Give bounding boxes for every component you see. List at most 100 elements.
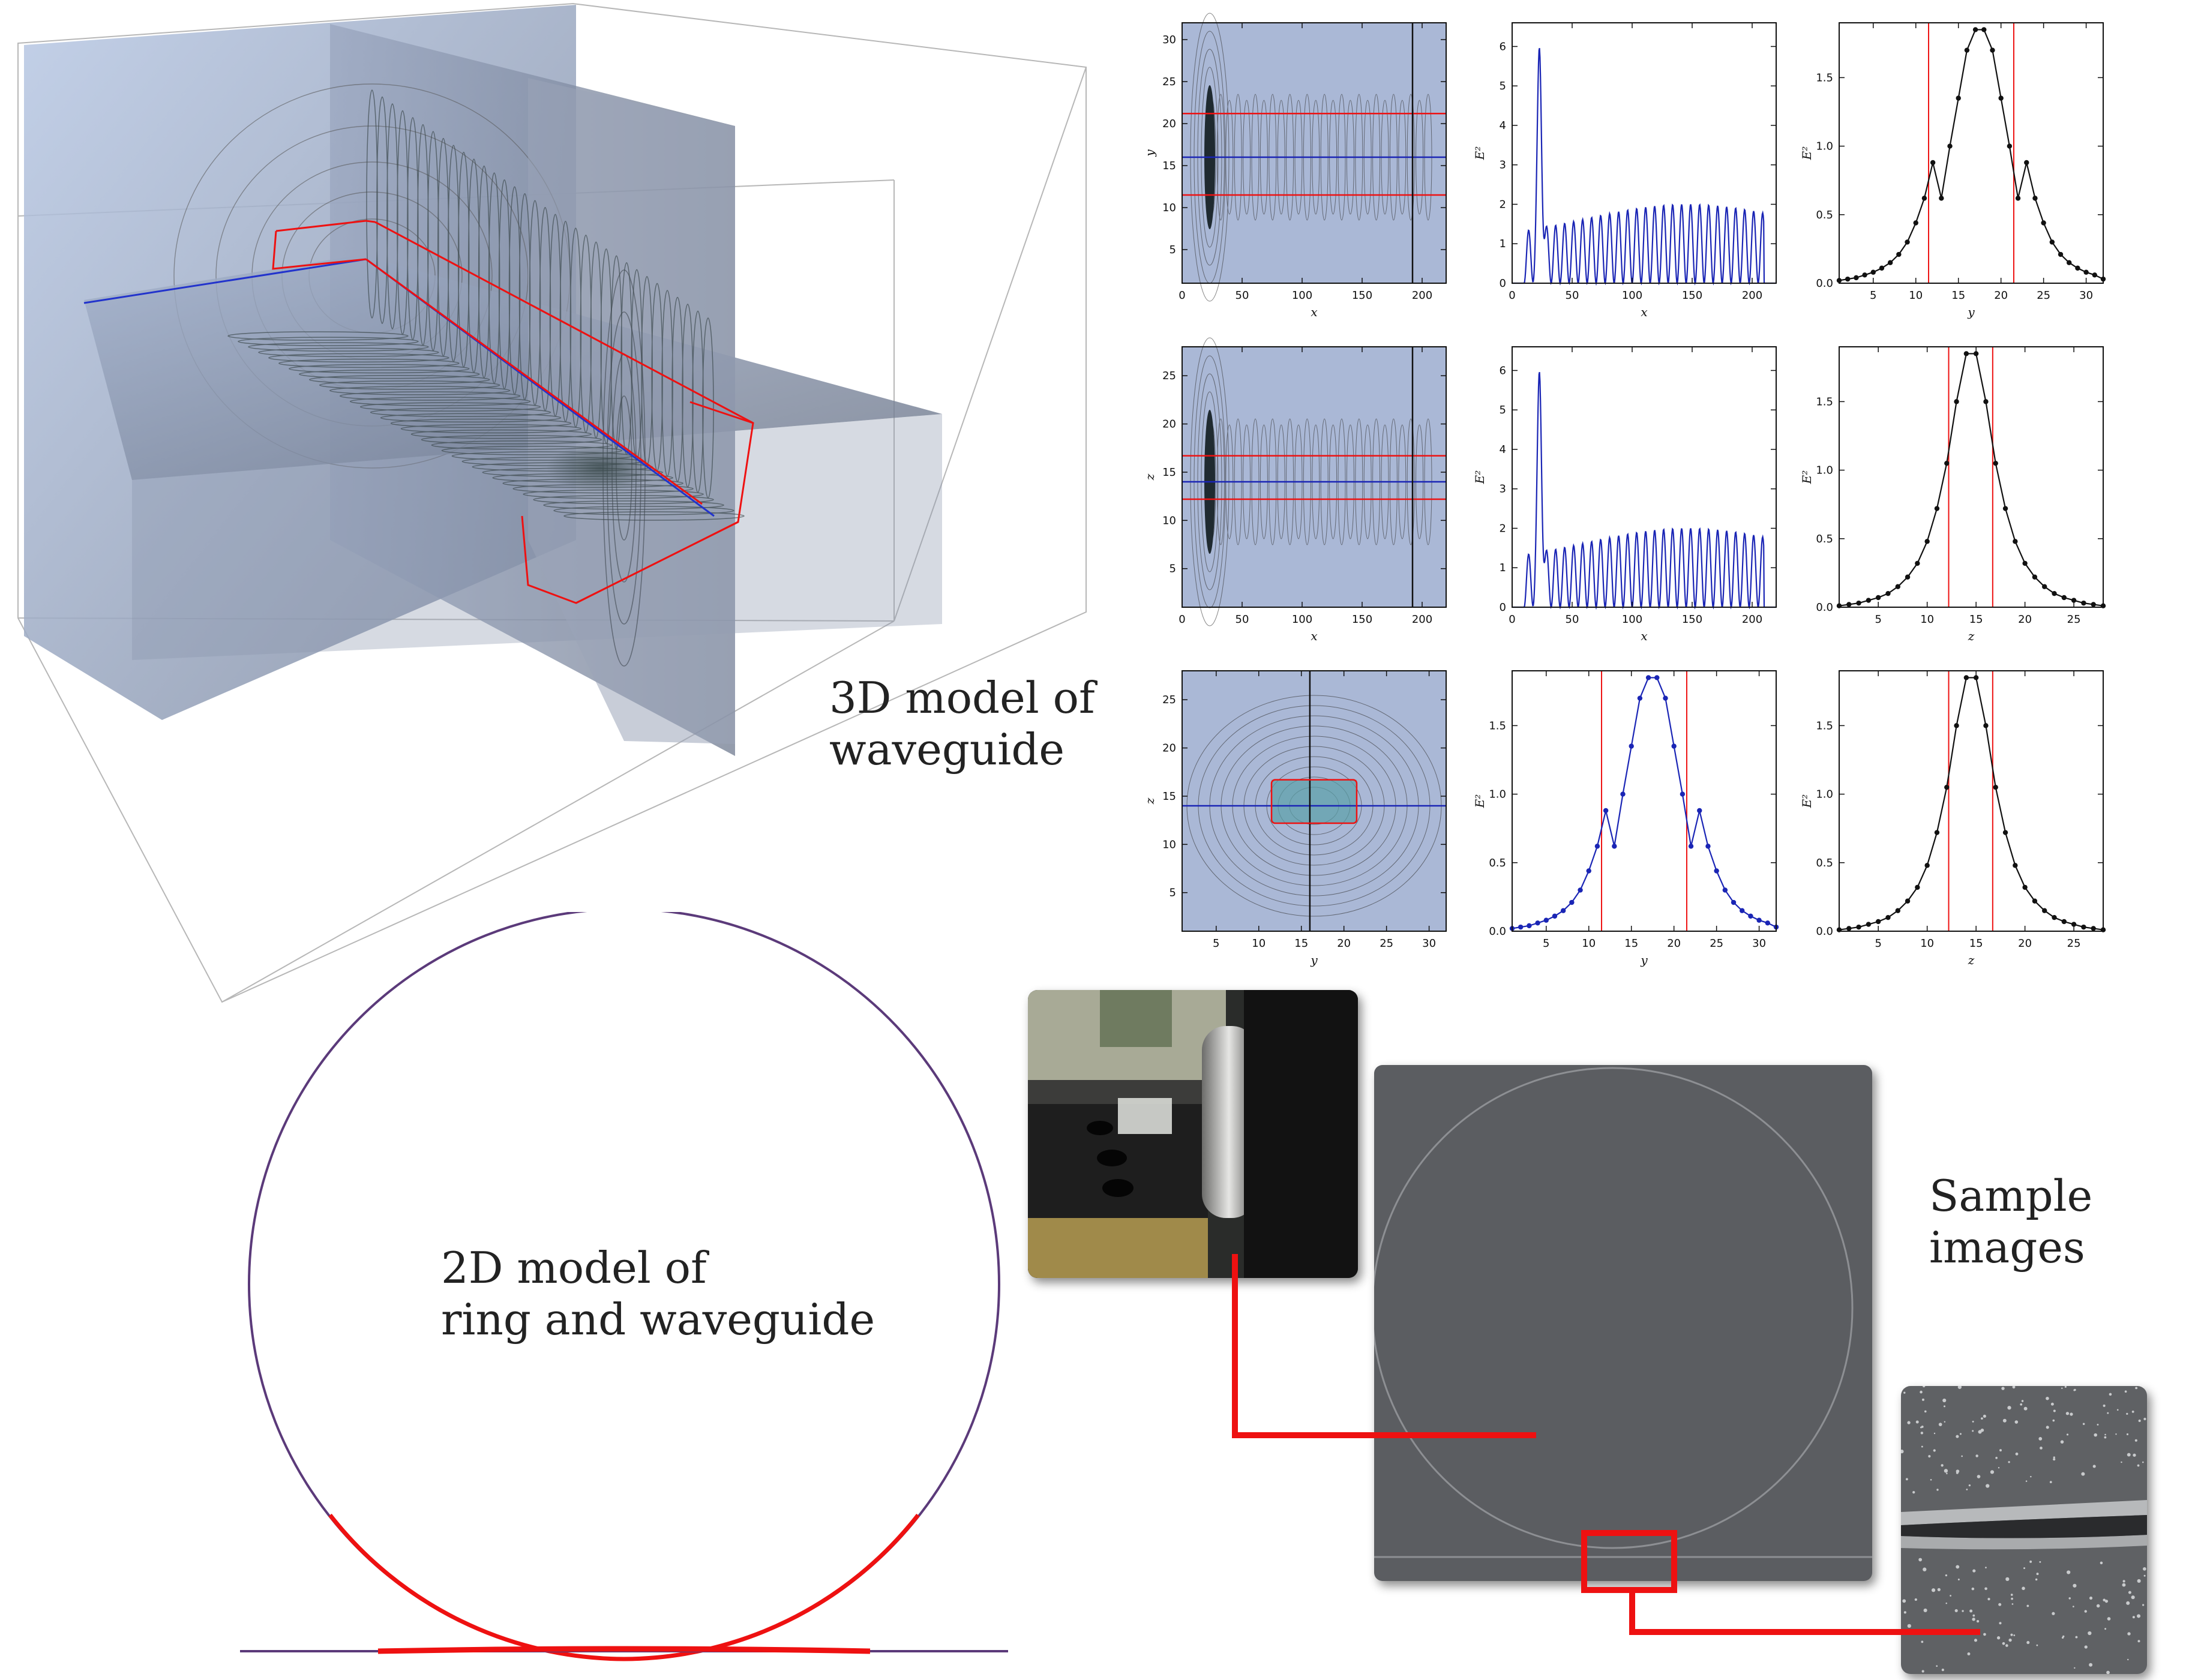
sem-particle (2107, 1617, 2111, 1621)
data-point (2071, 598, 2077, 603)
sem-particle (2029, 1560, 2032, 1563)
plot-frame (1839, 346, 2104, 608)
data-point (2032, 196, 2038, 201)
data-point (2061, 595, 2067, 601)
sem-particle (1921, 1670, 1924, 1673)
plot-frame (1512, 670, 1777, 932)
y-axis-label: y (1143, 149, 1157, 157)
data-point (1663, 695, 1668, 701)
sem-particle (2008, 1638, 2012, 1642)
x-tick-label: 100 (1292, 289, 1312, 302)
y-axis-label: E² (1800, 794, 1814, 809)
fringe-loop-h (380, 413, 562, 423)
x-tick-label: 10 (1582, 937, 1596, 950)
data-point (1680, 791, 1686, 797)
data-point (1998, 95, 2004, 101)
data-point (2015, 196, 2021, 201)
fringe-loop (682, 304, 694, 488)
y-axis-label: E² (1473, 470, 1487, 485)
sem-particle (2005, 1577, 2010, 1581)
x-tick-label: 20 (2018, 613, 2032, 626)
data-point (1944, 460, 1950, 466)
sem-particle (2100, 1561, 2103, 1565)
x-tick-label: 50 (1236, 289, 1249, 302)
sem-particle (1933, 1449, 1936, 1452)
sem-particle (2067, 1570, 2071, 1574)
sem-particle (2068, 1597, 2071, 1600)
sem-particle (2084, 1645, 2088, 1649)
data-point (1956, 95, 1961, 101)
fringe-loop (671, 296, 683, 482)
sem-particle (2065, 1412, 2070, 1415)
heatmap-background (1182, 347, 1446, 607)
x-tick-label: 30 (2079, 289, 2093, 302)
y-tick-label: 0.5 (1816, 857, 1833, 869)
plot-frame (1182, 670, 1447, 932)
data-point (1612, 844, 1617, 849)
chip-image (1374, 1065, 1872, 1581)
x-tick-label: 20 (1337, 937, 1351, 950)
y-tick-label: 6 (1500, 364, 1506, 377)
x-tick-label: 50 (1236, 613, 1249, 626)
sem-particle (2064, 1386, 2067, 1388)
sem-particle (1974, 1639, 1978, 1642)
data-point (1870, 269, 1876, 275)
series-line (1839, 353, 2104, 607)
fringe-loop (448, 145, 460, 362)
sem-particle (1975, 1454, 1978, 1457)
sem-particle (2136, 1614, 2141, 1618)
fringe-loop-h (329, 386, 511, 395)
y-tick-label: 20 (1162, 118, 1176, 130)
sem-particle (1959, 1433, 1962, 1435)
y-tick-label: 4 (1500, 119, 1506, 132)
data-point (1973, 675, 1979, 680)
x-tick-label: 100 (1622, 289, 1642, 302)
y-tick-label: 0.0 (1816, 925, 1833, 938)
sem-particle (2010, 1594, 2013, 1596)
sem-particle (2023, 1406, 2028, 1411)
sem-particle (2104, 1436, 2107, 1439)
data-point (1983, 399, 1989, 404)
sem-particle (2128, 1591, 2131, 1594)
data-point (2013, 539, 2018, 544)
sem-particle (1969, 1609, 1973, 1613)
data-point (2091, 926, 2096, 931)
sem-particle (1987, 1598, 1990, 1601)
y-tick-label: 1 (1500, 562, 1506, 574)
sem-particle (2106, 1670, 2110, 1674)
sem-particle (2132, 1616, 2135, 1619)
sem-particle (1901, 1450, 1904, 1454)
y-tick-label: 10 (1162, 838, 1176, 851)
y-tick-label: 3 (1500, 483, 1506, 496)
sem-particle (1983, 1414, 1986, 1418)
fringe-loop-h (238, 337, 419, 346)
sem-particle (1921, 1640, 1924, 1643)
sem-particle (1972, 1614, 1975, 1617)
chip-substrate (1374, 1065, 1872, 1581)
sem-particle (2143, 1567, 2146, 1571)
bus-field (377, 1646, 871, 1654)
data-point (1983, 723, 1989, 728)
sem-particle (1945, 1602, 1947, 1604)
data-point (2081, 600, 2086, 606)
y-tick-label: 5 (1170, 244, 1176, 256)
label-samples-line1: Sample (1929, 1171, 2093, 1221)
fringe-loop (397, 110, 409, 335)
data-point (1972, 27, 1978, 32)
sem-particle (2103, 1598, 2106, 1601)
fringe-loop (457, 151, 470, 368)
data-point (1954, 399, 1959, 404)
data-point (1637, 695, 1643, 701)
data-point (1944, 784, 1950, 790)
sem-particle (2013, 1634, 2016, 1636)
sem-particle (1942, 1398, 1947, 1403)
data-point (1846, 926, 1852, 931)
sem-particle (2081, 1472, 2085, 1476)
data-point (1939, 196, 1944, 201)
sem-particle (2074, 1667, 2076, 1669)
data-point (1688, 844, 1694, 849)
sem-particle (2135, 1387, 2138, 1390)
